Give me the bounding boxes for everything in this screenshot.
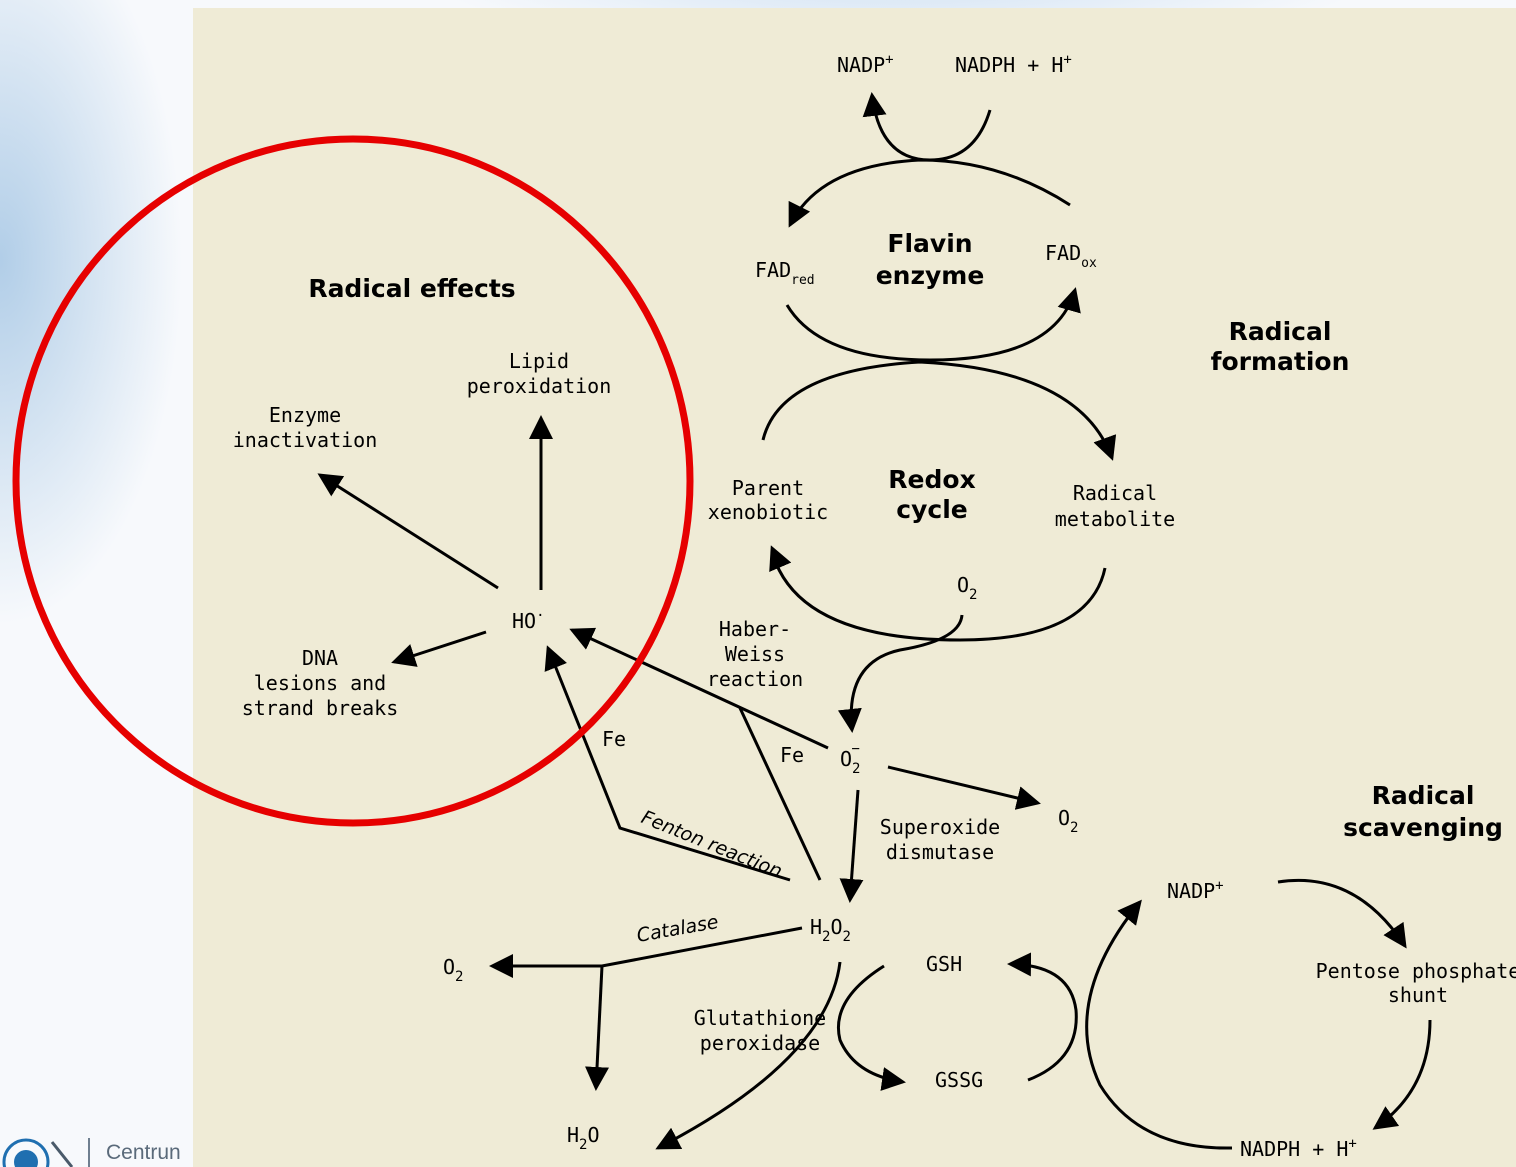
flavin-enzyme-title-line2: enzyme	[876, 261, 985, 290]
nadp-to-pentose-arrow	[1277, 878, 1407, 949]
fenton-arrow	[544, 645, 791, 882]
scavenging-group: GSH GSSG Glutathione peroxidase NADP+ Pe…	[655, 878, 1516, 1161]
fe-left-label: Fe	[602, 727, 626, 751]
catalase-label: Catalase	[635, 911, 720, 947]
parent-xenobiotic-line1: Parent	[732, 476, 804, 500]
redox-o2-label: O2	[957, 573, 977, 603]
radical-formation-title-line2: formation	[1211, 347, 1350, 376]
lipid-peroxidation-line2: peroxidation	[467, 374, 612, 398]
dna-lesions-line2: lesions and	[254, 671, 386, 695]
superoxide-dismutase-line2: dismutase	[886, 840, 994, 864]
gsh-to-gssg-arrow	[837, 964, 906, 1091]
nadph-label: NADPH + H+	[955, 52, 1072, 77]
pentose-to-nadph-arrow	[1372, 1019, 1432, 1130]
pentose-phosphate-line2: shunt	[1388, 983, 1448, 1007]
lipid-peroxidation-line1: Lipid	[509, 349, 569, 373]
flavin-enzyme-title-line1: Flavin	[887, 229, 972, 258]
nadp-plus-label: NADP+	[837, 52, 894, 77]
fad-red-to-ox-arrow	[785, 287, 1081, 362]
radical-scavenging-title-line1: Radical	[1372, 781, 1475, 810]
redox-cycle-title-line2: cycle	[896, 495, 967, 524]
ho-to-dna-arrow	[391, 630, 487, 667]
o2-to-superoxide-arrow	[837, 614, 964, 733]
enzyme-inactivation-line2: inactivation	[233, 428, 378, 452]
haber-weiss-line2: Weiss	[725, 642, 785, 666]
glutathione-peroxidase-line1: Glutathione	[694, 1006, 826, 1030]
fe-right-label: Fe	[780, 743, 804, 767]
fad-ox-to-red-arrow	[788, 158, 1071, 228]
radical-formation-title-line1: Radical	[1229, 317, 1332, 346]
dna-lesions-line1: DNA	[302, 646, 338, 670]
superoxide-label: O2−	[840, 741, 860, 777]
gsh-label: GSH	[926, 952, 962, 976]
superoxide-to-h2o2-arrow	[839, 789, 864, 903]
radical-metabolite-line1: Radical	[1073, 481, 1157, 505]
o2-left-label: O2	[443, 955, 463, 985]
nadph-to-nadp-arrow	[862, 92, 992, 162]
fad-red-label: FADred	[755, 258, 815, 288]
haber-weiss-arrow	[569, 627, 829, 750]
footer-org-text: Centrun	[106, 1141, 181, 1164]
catalase-to-h2o-arrow	[585, 965, 610, 1091]
diagram-panel	[193, 8, 1516, 1167]
gssg-label: GSSG	[935, 1068, 983, 1092]
h2o2-to-h2o-arrow	[655, 961, 842, 1150]
haber-weiss-branch-line	[738, 707, 822, 881]
superoxide-to-o2-arrow	[887, 765, 1041, 810]
redox-cycle: Parent xenobiotic Radical metabolite Red…	[708, 360, 1175, 733]
parent-xenobiotic-line2: xenobiotic	[708, 500, 828, 524]
haber-weiss-line3: reaction	[707, 667, 803, 691]
radical-to-parent-curve	[771, 554, 1107, 642]
radical-effects-title: Radical effects	[308, 274, 515, 303]
redox-cycle-title-line1: Redox	[888, 465, 975, 494]
parent-to-radical-arrow	[761, 360, 1117, 461]
h2o-label: H2O	[567, 1123, 600, 1153]
scavenging-nadph-label: NADPH + H+	[1240, 1136, 1357, 1161]
radical-scavenging-title-line2: scavenging	[1343, 813, 1503, 842]
fad-ox-label: FADox	[1045, 241, 1097, 271]
haber-weiss-line1: Haber-	[719, 617, 791, 641]
o2-right-label: O2	[1058, 806, 1078, 836]
glutathione-peroxidase-line2: peroxidase	[700, 1031, 820, 1055]
nadph-to-nadp-scavenging-arrow	[1085, 899, 1233, 1150]
enzyme-inactivation-line1: Enzyme	[269, 403, 341, 427]
ho-to-enzyme-arrow	[317, 473, 499, 590]
reactions-group: Haber- Weiss reaction Fe Fe Fenton react…	[544, 617, 1078, 945]
institution-logo	[2, 1138, 74, 1167]
radical-effects-highlight-circle	[12, 135, 694, 827]
dna-lesions-line3: strand breaks	[242, 696, 399, 720]
radical-metabolite-line2: metabolite	[1055, 507, 1175, 531]
scavenging-nadp-plus-label: NADP+	[1167, 878, 1224, 903]
h2o2-label: H2O2	[810, 915, 851, 945]
superoxide-dismutase-line1: Superoxide	[880, 815, 1000, 839]
ho-radical-label: HO·	[512, 608, 545, 633]
flavin-enzyme-cycle: NADP+ NADPH + H+ FADred FADox Flavin enz…	[755, 52, 1097, 362]
gssg-to-gsh-arrow	[1007, 952, 1078, 1082]
footer-divider	[88, 1138, 90, 1167]
fenton-reaction-label: Fenton reaction	[638, 806, 785, 883]
radical-effects-group: Lipid peroxidation Enzyme inactivation D…	[233, 349, 612, 720]
pentose-phosphate-line1: Pentose phosphate	[1316, 959, 1516, 983]
